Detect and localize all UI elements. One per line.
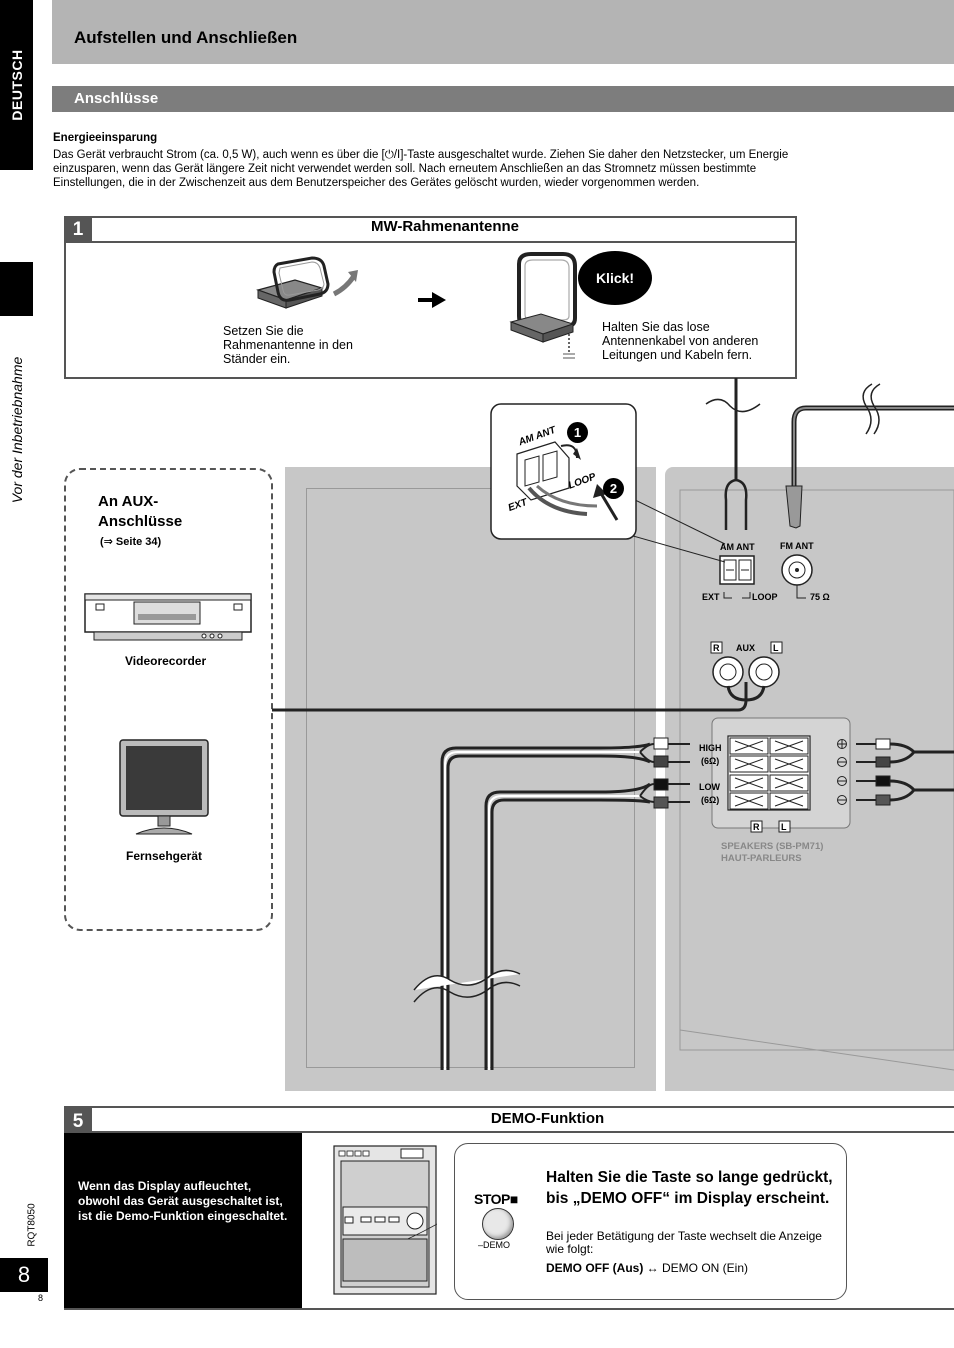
aux-page-reference: (⇒ Seite 34) [100, 536, 162, 548]
energy-text: Das Gerät verbraucht Strom (ca. 0,5 W), … [53, 149, 789, 189]
section1-title: MW-Rahmenantenne [370, 218, 520, 235]
inset-step2-badge: 2 [603, 478, 624, 499]
cable-diagram [272, 378, 954, 1071]
high-label: HIGH [699, 743, 722, 753]
tv-label: Fernsehgerät [126, 849, 203, 863]
unit-front-illustration [333, 1145, 437, 1295]
low-label: LOW [699, 782, 720, 792]
demo-info-text: Wenn das Display aufleuchtet, obwohl das… [78, 1179, 288, 1223]
am-ant-inset [490, 403, 726, 563]
page-header: Aufstellen und Anschließen [52, 0, 954, 64]
stop-demo-button[interactable] [482, 1208, 514, 1240]
language-tab: DEUTSCH [0, 0, 33, 170]
page-title: Aufstellen und Anschließen [74, 28, 298, 47]
high-ohm-label: (6Ω) [701, 756, 720, 766]
antenna-stand-illustration [255, 256, 358, 309]
loop-label: LOOP [752, 592, 778, 602]
section1-header: 1 [64, 216, 797, 243]
section-header: Anschlüsse [52, 86, 954, 112]
document-code: RQT8050 [24, 1195, 40, 1255]
section1-step-right: Halten Sie das lose Antennenkabel von an… [602, 320, 759, 362]
demo-subtext: Bei jeder Betätigung der Taste wechselt … [546, 1229, 822, 1256]
speaker-r-label: R [753, 822, 760, 832]
low-ohm-label: (6Ω) [701, 795, 720, 805]
section-marker [0, 262, 33, 316]
ohm75-label: 75 Ω [810, 592, 830, 602]
aux-box [64, 468, 273, 931]
inset-step1-badge: 1 [567, 422, 588, 443]
toggle-arrow-icon: ↔ [646, 1261, 659, 1275]
demo-button-label: –DEMO [478, 1240, 511, 1250]
energy-title: Energieeinsparung [53, 132, 158, 144]
demo-on-text: DEMO ON (Ein) [662, 1261, 749, 1275]
speaker-l-label: L [781, 822, 787, 832]
aux-title: An AUX-Anschlüsse [98, 493, 183, 530]
am-ant-label: AM ANT [720, 542, 755, 552]
section1-box [64, 216, 797, 379]
demo-heading: Halten Sie die Taste so lange gedrückt, … [546, 1169, 833, 1207]
section5-number: 5 [64, 1108, 92, 1135]
section1-step-left: Setzen Sie die Rahmenantenne in den Stän… [223, 324, 353, 366]
section5-header: 5 [64, 1106, 954, 1135]
aux-l-label: L [773, 643, 779, 653]
demo-callout [454, 1143, 847, 1300]
page-number: 8 [0, 1258, 48, 1292]
tv-illustration [119, 739, 209, 835]
klick-bubble: Klick! [578, 251, 652, 305]
document-code-label: RQT8050 [26, 1203, 38, 1247]
videorecorder-label: Videorecorder [125, 654, 207, 668]
page-number-small: 8 [38, 1293, 44, 1303]
section5-bottom-rule [64, 1308, 954, 1310]
section-title: Anschlüsse [74, 90, 159, 107]
demo-sequence: DEMO OFF (Aus) ↔ DEMO ON (Ein) [546, 1261, 748, 1275]
haut-parleurs-label: HAUT-PARLEURS [721, 853, 802, 864]
unit-left-panel [285, 467, 656, 1091]
videorecorder-illustration [84, 593, 252, 641]
language-label: DEUTSCH [8, 49, 25, 121]
section1-number: 1 [64, 216, 92, 243]
antenna-assembled-illustration [509, 252, 577, 359]
demo-off-text: DEMO OFF (Aus) [546, 1261, 644, 1275]
speakers-label: SPEAKERS (SB-PM71) [721, 841, 824, 852]
fm-ant-label: FM ANT [780, 541, 814, 551]
aux-label: AUX [736, 643, 756, 653]
unit-left-inner [306, 488, 635, 1068]
aux-r-label: R [713, 643, 720, 653]
arrow-right-icon [418, 292, 446, 308]
demo-info-box: Wenn das Display aufleuchtet, obwohl das… [64, 1133, 302, 1309]
stop-label: STOP■ [474, 1191, 518, 1207]
ext-label: EXT [702, 592, 720, 602]
section5-title: DEMO-Funktion [490, 1110, 605, 1127]
